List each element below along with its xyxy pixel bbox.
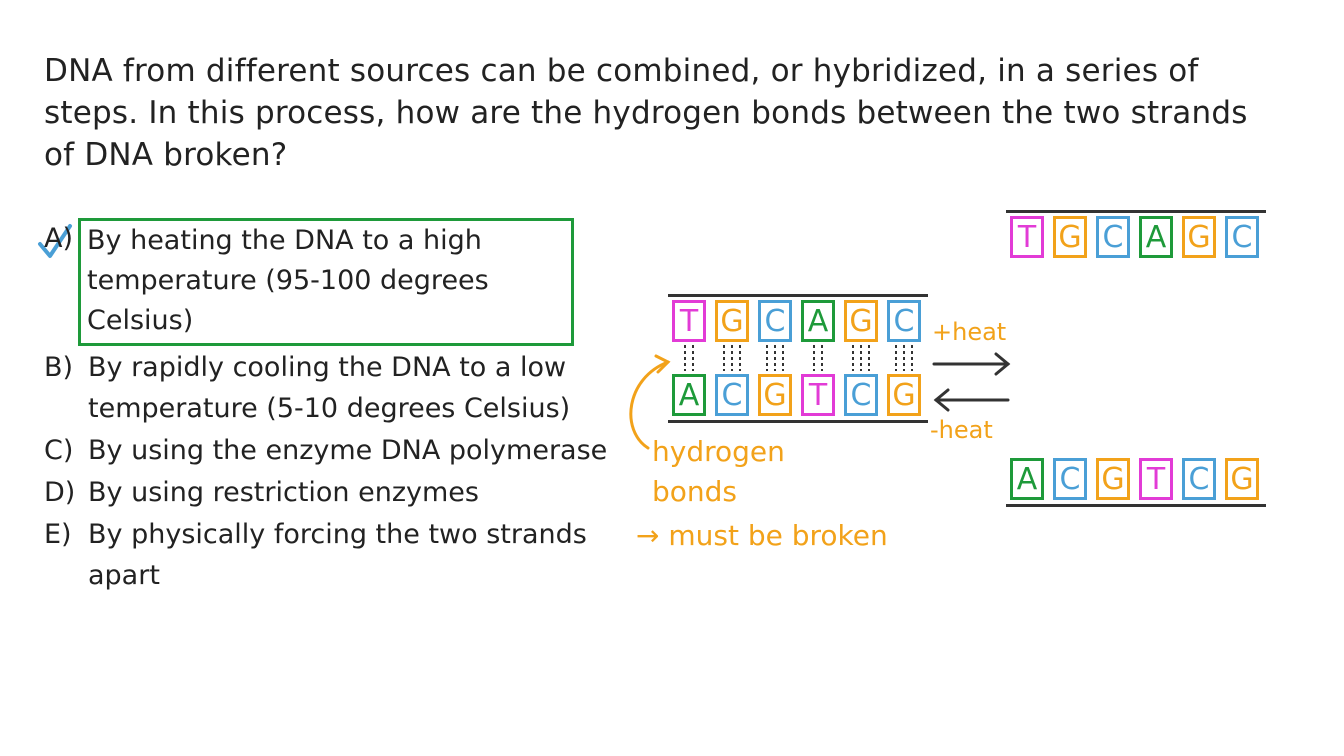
double-bottom-base-1: A (672, 374, 706, 416)
double-top-base-5: G (844, 300, 878, 342)
single-bottom-base-4: T (1139, 458, 1173, 500)
option-d-letter: D) (44, 477, 76, 508)
single-bottom-backbone (1006, 504, 1266, 507)
option-a-text: By heating the DNA to a high temperature… (78, 218, 574, 346)
option-c-letter: C) (44, 435, 74, 466)
option-a-letter: A) (44, 223, 74, 254)
option-c[interactable]: C) By using the enzyme DNA polymerase (44, 430, 624, 471)
plus-heat-label: +heat (932, 318, 1007, 346)
answer-options: A) By heating the DNA to a high temperat… (38, 218, 624, 597)
single-top-base-3: C (1096, 216, 1130, 258)
double-top-base-3: C (758, 300, 792, 342)
question-text: DNA from different sources can be combin… (44, 53, 1248, 173)
double-top-base-6: C (887, 300, 921, 342)
option-b-text: By rapidly cooling the DNA to a low temp… (88, 352, 571, 424)
double-bottom-base-6: G (887, 374, 921, 416)
minus-heat-label: -heat (930, 416, 993, 444)
single-bottom-base-5: C (1182, 458, 1216, 500)
single-top-base-2: G (1053, 216, 1087, 258)
double-bottom-base-2: C (715, 374, 749, 416)
single-bottom-base-1: A (1010, 458, 1044, 500)
double-bottom-backbone (668, 420, 928, 423)
reverse-arrow-icon (933, 388, 1010, 412)
double-bottom-base-5: C (844, 374, 878, 416)
double-bottom-base-3: G (758, 374, 792, 416)
single-bottom-base-2: C (1053, 458, 1087, 500)
must-be-broken-label: → must be broken (636, 519, 888, 552)
single-top-backbone (1006, 210, 1266, 213)
double-bottom-base-4: T (801, 374, 835, 416)
curved-pointer-arrow-icon (629, 354, 671, 450)
double-top-base-2: G (715, 300, 749, 342)
option-b-letter: B) (44, 352, 74, 383)
forward-arrow-icon (932, 352, 1011, 376)
single-top-base-1: T (1010, 216, 1044, 258)
single-bottom-base-3: G (1096, 458, 1130, 500)
option-d-text: By using restriction enzymes (88, 477, 479, 508)
option-d[interactable]: D) By using restriction enzymes (44, 472, 624, 513)
single-top-base-6: C (1225, 216, 1259, 258)
option-b[interactable]: B) By rapidly cooling the DNA to a low t… (44, 347, 624, 429)
double-top-base-4: A (801, 300, 835, 342)
checkmark-icon (36, 222, 76, 274)
double-top-backbone (668, 294, 928, 297)
hydrogen-bonds-label: hydrogen bonds (652, 435, 785, 508)
double-top-base-1: T (672, 300, 706, 342)
hydrogen-bond-lines (684, 345, 913, 371)
option-e-letter: E) (44, 519, 72, 550)
single-top-base-5: G (1182, 216, 1216, 258)
option-c-text: By using the enzyme DNA polymerase (88, 435, 608, 466)
single-top-base-4: A (1139, 216, 1173, 258)
option-e-text: By physically forcing the two strands ap… (88, 519, 587, 591)
option-e[interactable]: E) By physically forcing the two strands… (44, 514, 624, 596)
single-bottom-base-6: G (1225, 458, 1259, 500)
option-a[interactable]: A) By heating the DNA to a high temperat… (38, 218, 624, 346)
